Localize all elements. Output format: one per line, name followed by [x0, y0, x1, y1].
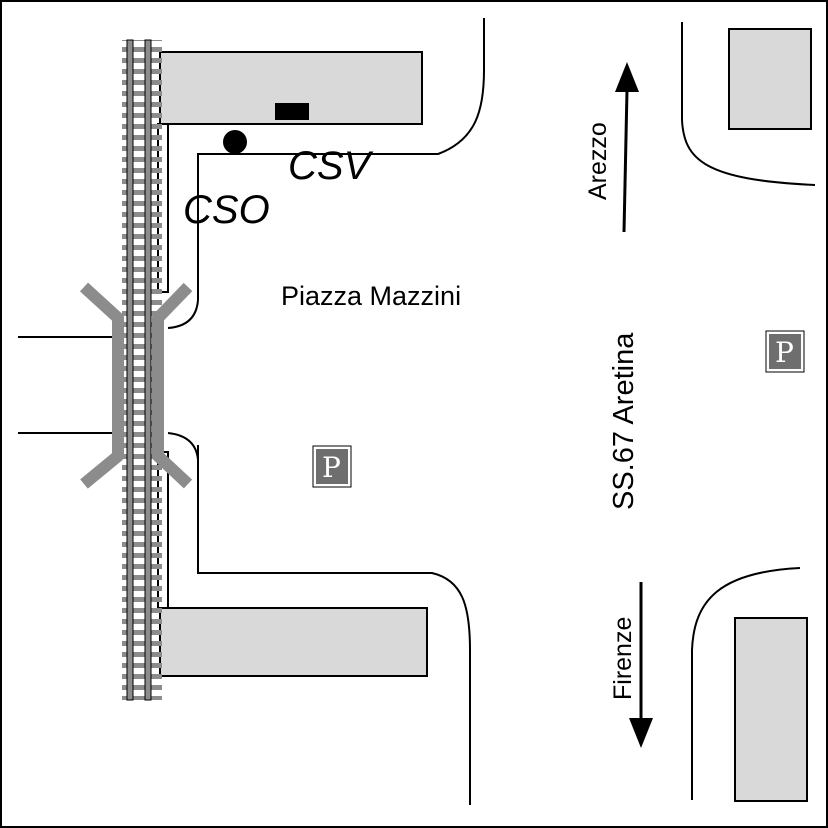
- underpass-curve-top: [167, 299, 199, 329]
- parking-letter: P: [322, 451, 341, 484]
- station-label-csv: CSV: [288, 144, 374, 188]
- direction-north-label: Arezzo: [584, 122, 612, 200]
- station-dot-icon: [223, 130, 247, 154]
- street-lines: [18, 18, 816, 805]
- street-southeast-curb: [691, 567, 801, 800]
- parking-sign-icon: P: [312, 445, 352, 488]
- direction-south-label: Firenze: [609, 617, 637, 700]
- underpass-curve-bottom: [167, 432, 199, 461]
- buildings: [159, 28, 812, 802]
- bridge-parapet-right: [152, 282, 193, 489]
- building-south: [159, 607, 428, 677]
- square-north-edge: [197, 18, 485, 300]
- building-northeast: [728, 28, 812, 130]
- parking-sign-icon: P: [765, 330, 805, 373]
- overpass-bridge: [79, 282, 193, 489]
- square-name: Piazza Mazzini: [281, 281, 461, 311]
- station-rect-icon: [275, 103, 309, 120]
- bridge-parapet-left: [79, 282, 124, 489]
- square-south-edge: [197, 445, 471, 805]
- road-name: SS.67 Aretina: [608, 332, 640, 510]
- railway-rail-left: [126, 39, 134, 701]
- arrow-up-icon: [615, 62, 639, 233]
- street-northeast-curb: [681, 22, 816, 186]
- building-southeast: [734, 617, 808, 802]
- parking-letter: P: [775, 336, 794, 369]
- arrow-down-icon: [629, 582, 653, 748]
- station-label-cso: CSO: [183, 188, 270, 232]
- railway-rail-right: [144, 39, 152, 701]
